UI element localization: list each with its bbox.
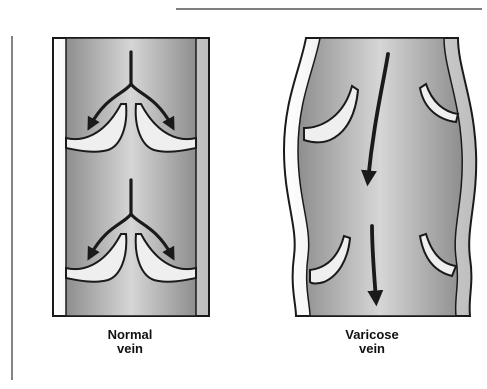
normal-vein-caption: Normal vein xyxy=(82,328,178,356)
varicose-vein-caption-line1: Varicose xyxy=(322,328,422,342)
normal-vein xyxy=(53,38,209,316)
varicose-vein-caption-line2: vein xyxy=(322,342,422,356)
normal-vein-caption-line1: Normal xyxy=(82,328,178,342)
varicose-vein-caption: Varicose vein xyxy=(322,328,422,356)
varicose-vein xyxy=(284,38,476,316)
normal-vein-caption-line2: vein xyxy=(82,342,178,356)
